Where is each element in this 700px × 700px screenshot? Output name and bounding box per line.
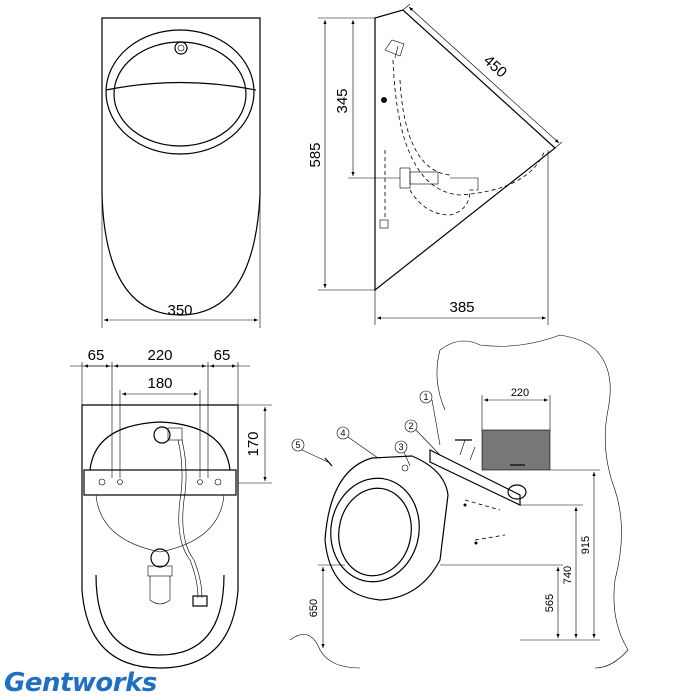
dim-rear-left-65: 65 xyxy=(88,347,105,364)
install-callouts: 1 2 3 4 5 xyxy=(291,390,441,467)
callout-3: 3 xyxy=(398,442,403,452)
rear-trap xyxy=(150,548,170,568)
rear-mounting-bar xyxy=(83,469,237,496)
dim-install-bracket-220: 220 xyxy=(511,387,529,399)
callout-5: 5 xyxy=(295,440,300,450)
dim-height-585: 585 xyxy=(307,142,324,167)
callout-1: 1 xyxy=(423,392,428,402)
rear-view-body xyxy=(81,404,239,669)
install-view: 220 1 2 3 4 5 xyxy=(289,334,629,669)
front-view-rim xyxy=(105,81,257,91)
dim-install-740: 740 xyxy=(562,566,574,584)
callout-4: 4 xyxy=(340,428,345,438)
dim-depth-385: 385 xyxy=(449,299,474,316)
dim-outlet-345: 345 xyxy=(334,88,351,113)
front-inlet xyxy=(174,41,188,55)
side-view: 585 345 450 385 xyxy=(307,3,563,325)
side-sensor-dot xyxy=(381,97,387,103)
dim-rear-bolt-180: 180 xyxy=(147,375,172,392)
side-view-body xyxy=(374,9,556,292)
front-bowl-outer xyxy=(105,29,255,155)
rear-view: 65 220 65 180 170 xyxy=(70,347,272,669)
callout-2: 2 xyxy=(408,421,413,431)
dim-rear-right-65: 65 xyxy=(214,347,231,364)
dim-install-915: 915 xyxy=(580,536,592,554)
dim-diagonal-line xyxy=(408,6,560,144)
front-view: 350 xyxy=(101,17,261,328)
dim-width-350: 350 xyxy=(167,302,192,319)
dim-diagonal-450: 450 xyxy=(480,52,510,81)
install-urinal xyxy=(324,455,449,601)
dim-install-650: 650 xyxy=(308,599,320,617)
dim-rear-center-220: 220 xyxy=(147,347,172,364)
dim-rear-height-170: 170 xyxy=(245,431,262,456)
front-bowl-inner xyxy=(113,41,247,147)
brand-logo: Gentworks xyxy=(4,668,157,698)
front-view-body xyxy=(101,17,261,316)
install-bracket-plate xyxy=(481,429,551,471)
dim-install-565: 565 xyxy=(544,594,556,612)
rear-inlet-valve xyxy=(153,426,171,444)
install-wall xyxy=(439,334,629,669)
